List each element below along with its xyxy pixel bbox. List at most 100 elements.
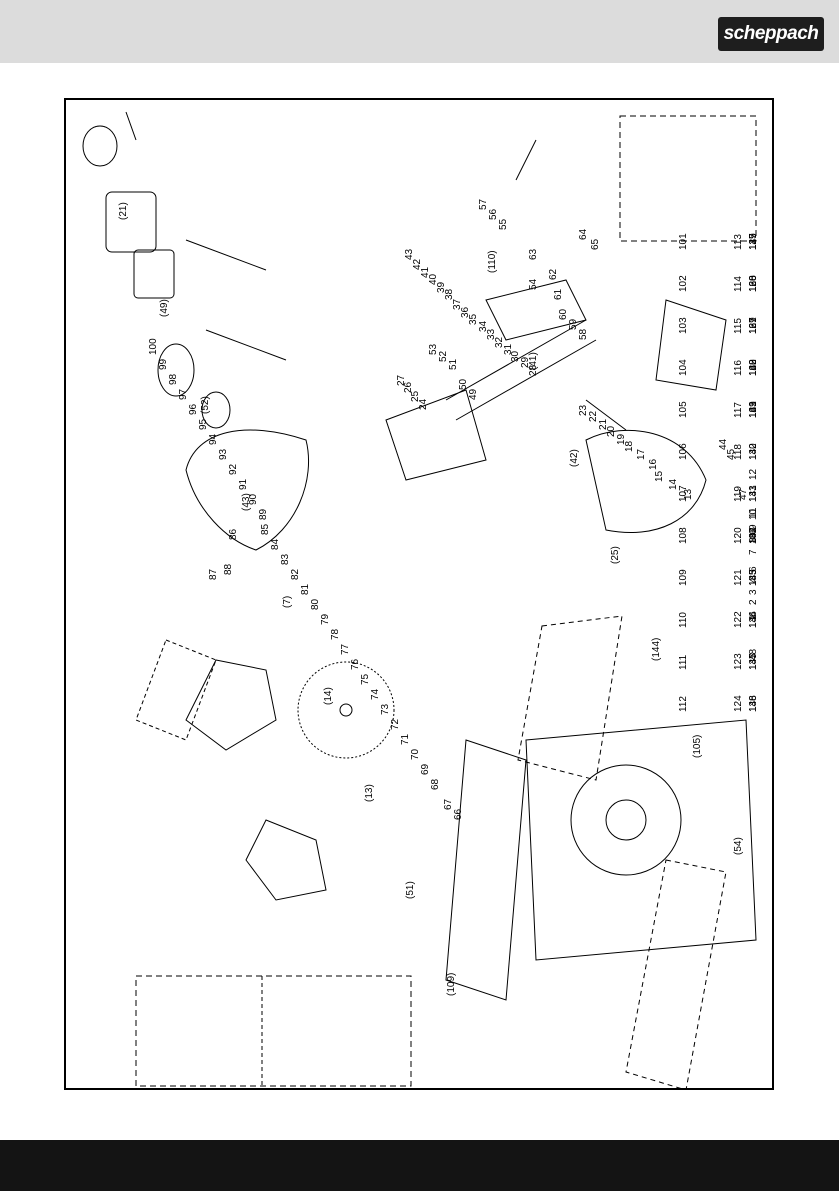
handle-right-half xyxy=(245,819,327,901)
part-number-19: 19 xyxy=(616,433,627,445)
part-number-58: 58 xyxy=(578,328,589,340)
part-number-63: 63 xyxy=(528,248,539,260)
part-number-147: 147 xyxy=(748,653,759,670)
part-number-42: 42 xyxy=(412,258,423,270)
part-number-101: 101 xyxy=(678,233,689,250)
part-number-124: 124 xyxy=(733,695,744,712)
part-number-6: 6 xyxy=(748,566,759,572)
part-number-64: 64 xyxy=(578,228,589,240)
part-number-72: 72 xyxy=(390,718,401,730)
part-number-7: 7 xyxy=(748,549,759,555)
part-number-40: 40 xyxy=(428,273,439,285)
bracketed-ref: (51) xyxy=(405,881,416,899)
part-number-146: 146 xyxy=(748,611,759,628)
part-number-23: 23 xyxy=(578,404,589,416)
part-number-48: 48 xyxy=(748,648,759,660)
part-number-94: 94 xyxy=(208,433,219,445)
part-number-13: 13 xyxy=(683,488,694,500)
part-number-44: 44 xyxy=(718,438,729,450)
part-number-50: 50 xyxy=(458,378,469,390)
part-number-109: 109 xyxy=(678,569,689,586)
part-number-80: 80 xyxy=(310,598,321,610)
part-number-126: 126 xyxy=(748,275,759,292)
part-number-93: 93 xyxy=(218,448,229,460)
part-number-39: 39 xyxy=(436,281,447,293)
bracketed-ref: (42) xyxy=(569,449,580,467)
part-number-65: 65 xyxy=(590,238,601,250)
fence xyxy=(445,739,527,1001)
bracketed-ref: (52) xyxy=(200,396,211,414)
part-number-129: 129 xyxy=(748,401,759,418)
part-number-127: 127 xyxy=(748,317,759,334)
part-number-24: 24 xyxy=(418,398,429,410)
part-number-53: 53 xyxy=(428,343,439,355)
part-number-99: 99 xyxy=(158,358,169,370)
part-number-102: 102 xyxy=(678,275,689,292)
part-number-104: 104 xyxy=(678,359,689,376)
part-number-82: 82 xyxy=(290,568,301,580)
part-number-16: 16 xyxy=(648,458,659,470)
part-number-145: 145 xyxy=(748,569,759,586)
part-number-162: 162 xyxy=(748,359,759,376)
part-number-20: 20 xyxy=(606,425,617,437)
part-number-66: 66 xyxy=(453,808,464,820)
part-number-100: 100 xyxy=(148,338,159,355)
part-number-17: 17 xyxy=(636,448,647,460)
part-number-118: 118 xyxy=(733,444,744,460)
accessory-inset-box xyxy=(135,975,412,1087)
part-number-15: 15 xyxy=(654,470,665,482)
upper-blade-guard xyxy=(185,429,310,551)
part-number-138: 138 xyxy=(748,275,759,292)
part-number-22: 22 xyxy=(588,410,599,422)
part-number-79: 79 xyxy=(320,613,331,625)
part-number-59: 59 xyxy=(568,318,579,330)
header-band xyxy=(0,0,839,63)
part-number-90: 90 xyxy=(248,493,259,505)
part-number-46: 46 xyxy=(748,528,759,540)
part-number-56: 56 xyxy=(488,208,499,220)
part-number-51: 51 xyxy=(448,358,459,370)
bracketed-ref: (54) xyxy=(733,837,744,855)
part-number-30: 30 xyxy=(510,350,521,362)
brand-logo: scheppach xyxy=(718,17,824,51)
part-number-120: 120 xyxy=(733,527,744,544)
part-number-111: 111 xyxy=(678,654,689,670)
part-number-43: 43 xyxy=(404,248,415,260)
part-number-117: 117 xyxy=(733,402,744,418)
brand-logo-text: scheppach xyxy=(723,23,819,44)
part-number-110: 110 xyxy=(678,612,689,628)
part-number-9: 9 xyxy=(748,524,759,530)
part-number-122: 122 xyxy=(733,611,744,628)
handle-left-half xyxy=(185,659,277,751)
part-number-97: 97 xyxy=(178,388,189,400)
part-number-21: 21 xyxy=(598,418,609,430)
part-number-1: 1 xyxy=(748,614,759,620)
bracketed-ref: (21) xyxy=(118,202,129,220)
part-number-49: 49 xyxy=(468,388,479,400)
part-number-47: 47 xyxy=(738,488,749,500)
part-number-57: 57 xyxy=(478,198,489,210)
part-number-18: 18 xyxy=(624,440,635,452)
part-number-83: 83 xyxy=(280,553,291,565)
part-number-55: 55 xyxy=(498,218,509,230)
part-number-113: 113 xyxy=(733,234,744,250)
part-number-32: 32 xyxy=(494,336,505,348)
bracketed-ref: (7) xyxy=(282,596,293,608)
part-number-136: 136 xyxy=(748,695,759,712)
part-number-135: 135 xyxy=(748,653,759,670)
part-number-95: 95 xyxy=(198,418,209,430)
part-number-27: 27 xyxy=(396,374,407,386)
part-number-128: 128 xyxy=(748,359,759,376)
exploded-parts-diagram: 1234567891011121314151617181920212223242… xyxy=(82,111,759,1088)
part-number-148: 148 xyxy=(748,695,759,712)
part-number-8: 8 xyxy=(748,537,759,543)
part-number-31: 31 xyxy=(503,343,514,355)
part-number-96: 96 xyxy=(188,403,199,415)
bracketed-ref: (25) xyxy=(610,546,621,564)
part-number-36: 36 xyxy=(460,306,471,318)
bracketed-ref: (49) xyxy=(159,299,170,317)
part-number-163: 163 xyxy=(748,401,759,418)
part-number-89: 89 xyxy=(258,508,269,520)
arm-assembly xyxy=(385,389,487,481)
part-number-92: 92 xyxy=(228,463,239,475)
